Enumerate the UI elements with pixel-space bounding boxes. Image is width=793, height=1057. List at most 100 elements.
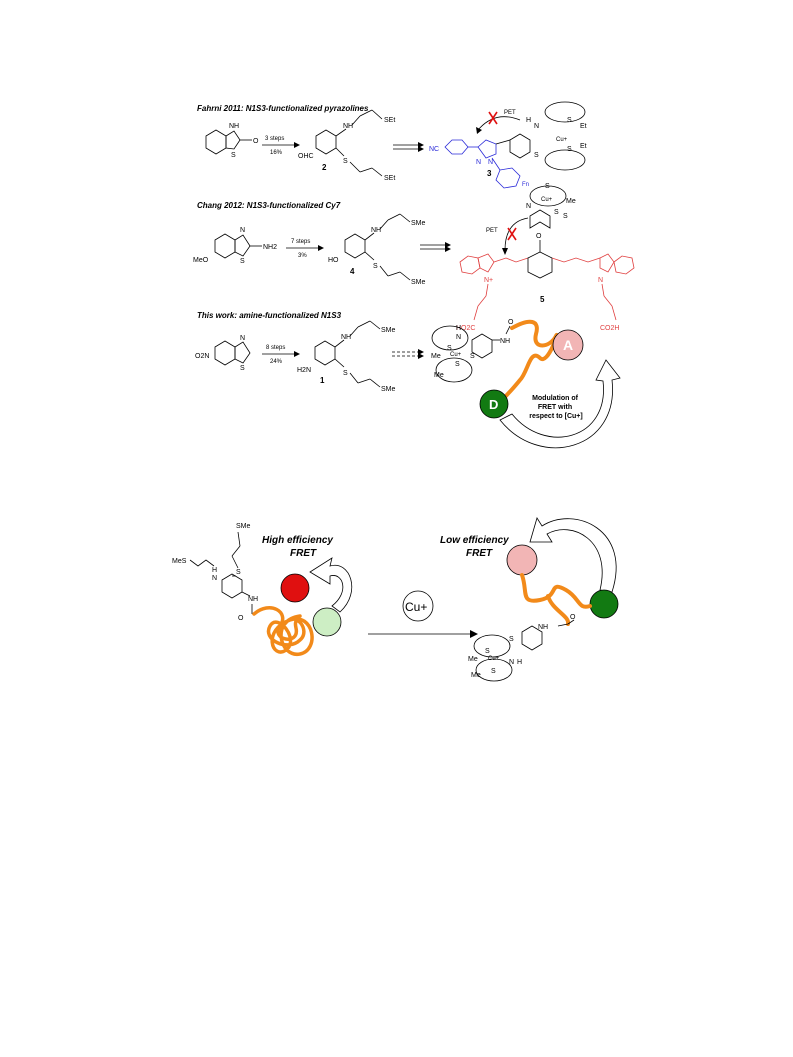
- row3-fret-arrow: [499, 359, 621, 449]
- row1-pet-cross: [488, 111, 498, 125]
- high-fret-label-2: FRET: [290, 548, 317, 559]
- free-o-atom: O: [238, 615, 244, 622]
- tangled-linker: [252, 606, 314, 656]
- int2-nh-atom: NH: [343, 123, 353, 130]
- prod5-ho2c-atom: HO2C: [456, 325, 475, 332]
- prod3-n-atom: N: [534, 123, 539, 130]
- high-donor-circle: [312, 607, 342, 637]
- aminobenzothiazole-structure: N S NH2 MeO: [193, 227, 277, 265]
- compound-5-label: 5: [540, 295, 545, 304]
- extended-linker: [520, 573, 592, 609]
- int1-s-atom: S: [343, 370, 348, 377]
- nbt-n-atom: N: [240, 335, 245, 342]
- product-5-structure: N+ HO2C O N Cu+ S S Me S N: [456, 183, 635, 332]
- probe-me1-atom: Me: [431, 353, 441, 360]
- cu-ion-label: Cu+: [405, 600, 427, 614]
- low-fret-arrow: [529, 517, 617, 593]
- complex-nh-atom: NH: [538, 624, 548, 631]
- nbt-s-atom: S: [240, 365, 245, 372]
- row2-header: Chang 2012: N1S3-functionalized Cy7: [197, 201, 341, 210]
- prod3-nc-atom: NC: [429, 146, 439, 153]
- prod5-s3-atom: S: [563, 213, 568, 220]
- row3-linker: [498, 319, 559, 404]
- probe-cu-atom: Cu+: [450, 352, 462, 358]
- complex-h-atom: H: [517, 659, 522, 666]
- row3-donor-label: D: [489, 397, 498, 412]
- row2-step-conditions: 7 steps: [291, 239, 310, 245]
- complex-s3-atom: S: [491, 668, 496, 675]
- prod5-s2-atom: S: [545, 183, 550, 190]
- abt-meo-atom: MeO: [193, 257, 209, 264]
- modulation-line-3: respect to [Cu+]: [529, 413, 582, 420]
- probe-s1-atom: S: [447, 345, 452, 352]
- int4-sme-bottom-atom: SMe: [411, 279, 426, 286]
- int2-s-atom: S: [343, 158, 348, 165]
- row1-step-conditions: 3 steps: [265, 136, 284, 142]
- row3-step-conditions: 8 steps: [266, 345, 285, 351]
- low-fret-label-1: Low efficiency: [440, 535, 509, 546]
- row2-step-yield: 3%: [298, 253, 307, 259]
- intermediate-4-structure: NH SMe S SMe HO 4: [328, 213, 426, 286]
- int4-s-atom: S: [373, 263, 378, 270]
- complex-n-atom: N: [509, 659, 514, 666]
- free-h-atom: H: [212, 567, 217, 574]
- row2-pet-cross: [507, 227, 517, 241]
- row1-header: Fahrni 2011: N1S3-functionalized pyrazol…: [197, 104, 369, 113]
- int4-nh-atom: NH: [371, 227, 381, 234]
- bzt-s-atom: S: [231, 152, 236, 159]
- prod3-n1-atom: N: [476, 159, 481, 166]
- int1-sme-top-atom: SMe: [381, 327, 396, 334]
- bzt-nh-atom: NH: [229, 123, 239, 130]
- int1-sme-bottom-atom: SMe: [381, 386, 396, 393]
- prod5-s1-atom: S: [554, 209, 559, 216]
- row3-donor-circle: [479, 389, 509, 419]
- prod5-n-right-atom: N: [598, 277, 603, 284]
- compound-1-label: 1: [320, 376, 325, 385]
- row1-pet-label: PET: [504, 110, 516, 116]
- complex-cu-atom: Cu+: [488, 656, 500, 662]
- low-fret-label-2: FRET: [466, 548, 493, 559]
- free-n-atom: N: [212, 575, 217, 582]
- row3-scheme: This work: amine-functionalized N1S3 N S…: [195, 311, 621, 449]
- prod5-me-atom: Me: [566, 198, 576, 205]
- modulation-line-1: Modulation of: [532, 395, 579, 402]
- high-fret-label-1: High efficiency: [262, 535, 333, 546]
- probe-o-atom: O: [508, 319, 514, 326]
- prod5-nplus-atom: N+: [484, 277, 493, 284]
- abt-s-atom: S: [240, 258, 245, 265]
- free-ligand-structure: SMe S MeS H N NH O: [172, 523, 258, 622]
- row3-header: This work: amine-functionalized N1S3: [197, 311, 342, 320]
- product-3-structure: NC N N Fn N H S Cu+ S S Et Et 3: [429, 101, 587, 189]
- abt-nh2-atom: NH2: [263, 244, 277, 251]
- modulation-line-2: FRET with: [538, 404, 572, 411]
- fret-scheme: High efficiency FRET SMe S MeS H N NH O: [172, 517, 619, 682]
- row3-probe-structure: N H Cu+ S S S Me Me NH O: [431, 319, 514, 383]
- free-sme-atom: SMe: [236, 523, 251, 530]
- intermediate-2-structure: NH SEt S SEt OHC 2: [298, 109, 395, 182]
- complex-s-atom: S: [509, 636, 514, 643]
- high-fret-arrow: [309, 557, 353, 613]
- prod3-h-atom: H: [526, 117, 531, 124]
- prod3-et-upper-atom: Et: [580, 123, 587, 130]
- int1-nh-atom: NH: [341, 334, 351, 341]
- prod3-s-atom: S: [534, 152, 539, 159]
- row3-step-yield: 24%: [270, 359, 283, 365]
- row1-step-yield: 16%: [270, 150, 283, 156]
- high-acceptor-circle: [280, 573, 310, 603]
- row3-acceptor-label: A: [563, 337, 573, 353]
- low-donor-circle: [589, 589, 619, 619]
- free-mes-atom: MeS: [172, 558, 187, 565]
- probe-s3-atom: S: [470, 353, 475, 360]
- int4-ho-atom: HO: [328, 257, 339, 264]
- prod5-n-atom: N: [526, 203, 531, 210]
- cu-complex-structure: O NH S N H Cu+ S S Me Me: [468, 614, 576, 682]
- int2-cho-atom: OHC: [298, 153, 314, 160]
- row1-scheme: Fahrni 2011: N1S3-functionalized pyrazol…: [197, 101, 587, 189]
- prod5-cu-atom: Cu+: [541, 197, 553, 203]
- complex-me1-atom: Me: [468, 656, 478, 663]
- prod5-o-atom: O: [536, 233, 542, 240]
- prod3-s-upper-atom: S: [567, 117, 572, 124]
- int4-sme-top-atom: SMe: [411, 220, 426, 227]
- complex-o-atom: O: [570, 614, 576, 621]
